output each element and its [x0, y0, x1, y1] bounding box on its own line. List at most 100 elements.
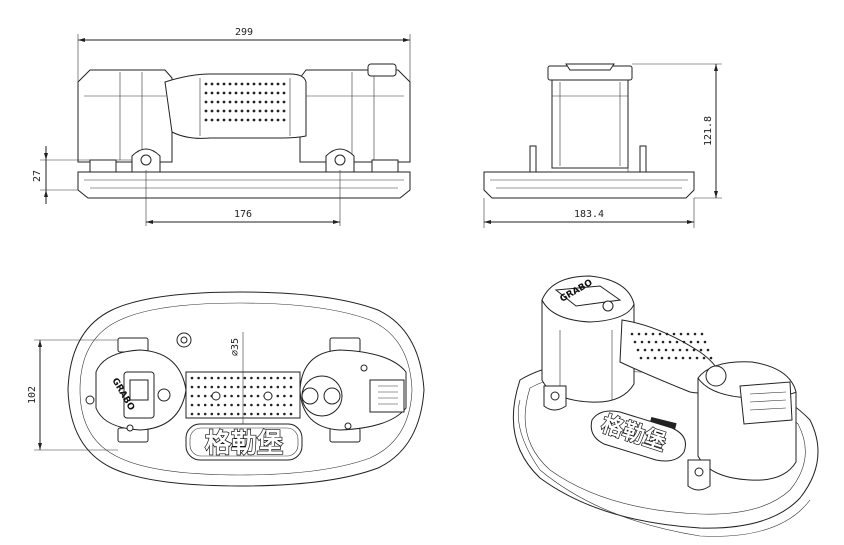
grip-dot [700, 332, 704, 336]
dim-plate-width: 102 [27, 386, 38, 404]
grip-dot [282, 100, 286, 104]
grip-dot [276, 100, 280, 104]
grip-dot [252, 82, 256, 86]
grip-dot [636, 348, 640, 352]
grip-dot [658, 332, 662, 336]
grip-dot [203, 403, 207, 407]
grip-dot [258, 82, 262, 86]
top-dimensions: 102 ∅35 [27, 332, 244, 451]
grip-dot [230, 403, 233, 407]
grip-dot [661, 340, 665, 344]
grip-dot [210, 82, 214, 86]
grip-dot [702, 356, 706, 360]
grip-dot [692, 348, 696, 352]
grip-dot [240, 91, 244, 95]
grip-dot [289, 394, 293, 398]
grip-dot [222, 100, 226, 104]
grip-dot [258, 109, 262, 113]
front-dimensions: 299 176 27 [32, 27, 411, 226]
grip-dot [236, 394, 240, 398]
grip-dot [699, 348, 703, 352]
grip-dot [210, 100, 214, 104]
grip-dot [289, 412, 293, 416]
grip-dot [236, 385, 240, 389]
grip-dot [252, 118, 256, 122]
grip-dot [236, 403, 240, 407]
grip-dot [234, 82, 238, 86]
grip-dot [679, 332, 683, 336]
grip-dot [216, 91, 220, 95]
grip-dot [282, 109, 286, 113]
grip-dot [250, 385, 253, 389]
grip-dot [276, 91, 280, 95]
grip-dot [637, 332, 641, 336]
grip-dot [252, 91, 256, 95]
grip-dot [243, 412, 247, 416]
grip-dot [222, 91, 226, 95]
handle-grip-dots-top [190, 376, 293, 416]
grip-dot [264, 118, 268, 122]
grip-dot [289, 376, 293, 380]
grip-dot [282, 118, 286, 122]
grip-dot [203, 412, 207, 416]
grip-dot [217, 412, 220, 416]
grip-dot [650, 348, 654, 352]
grip-dot [282, 91, 286, 95]
handle-grip-dots-iso [630, 332, 713, 360]
grip-dot [276, 412, 280, 416]
grip-dot [283, 403, 286, 407]
grip-dot [216, 82, 220, 86]
grip-dot [671, 348, 675, 352]
grip-dot [223, 376, 227, 380]
grip-dot [222, 109, 226, 113]
grip-dot [217, 376, 220, 380]
grip-dot [695, 356, 699, 360]
grip-dot [223, 412, 227, 416]
grip-dot [258, 91, 262, 95]
grip-dot [685, 348, 689, 352]
grip-dot [246, 100, 250, 104]
grip-dot [276, 385, 280, 389]
grip-dot [654, 340, 658, 344]
grip-dot [686, 332, 690, 336]
grip-dot [706, 348, 710, 352]
grip-dot [681, 356, 685, 360]
grip-dot [190, 376, 194, 380]
grip-dot [630, 332, 634, 336]
grip-dot [651, 332, 655, 336]
grip-dot [210, 385, 214, 389]
grip-dot [217, 385, 220, 389]
grip-dot [240, 118, 244, 122]
grip-dot [657, 348, 661, 352]
front-view [77, 63, 411, 199]
grip-dot [216, 100, 220, 104]
grip-dot [269, 385, 273, 389]
dim-diameter: ∅35 [230, 338, 241, 356]
grip-dot [203, 376, 207, 380]
grip-dot [643, 348, 647, 352]
grip-dot [210, 109, 214, 113]
grip-dot [210, 403, 214, 407]
grip-dot [246, 82, 250, 86]
grip-dot [236, 412, 240, 416]
grip-dot [276, 376, 280, 380]
grip-dot [689, 340, 693, 344]
dim-side-width: 183.4 [574, 209, 604, 220]
grip-dot [250, 394, 253, 398]
grip-dot [283, 394, 286, 398]
grip-dot [210, 118, 214, 122]
grip-dot [234, 118, 238, 122]
grip-dot [258, 118, 262, 122]
grip-dot [240, 100, 244, 104]
handle-grip-dots [204, 82, 286, 122]
grip-dot [204, 118, 208, 122]
grip-dot [190, 394, 194, 398]
grip-dot [222, 118, 226, 122]
grip-dot [230, 385, 233, 389]
grip-dot [228, 82, 232, 86]
top-view: GRABO 格勒堡 [67, 291, 425, 487]
brand-label-top: 格勒堡 [205, 428, 283, 459]
grip-dot [270, 82, 274, 86]
grip-dot [243, 394, 247, 398]
